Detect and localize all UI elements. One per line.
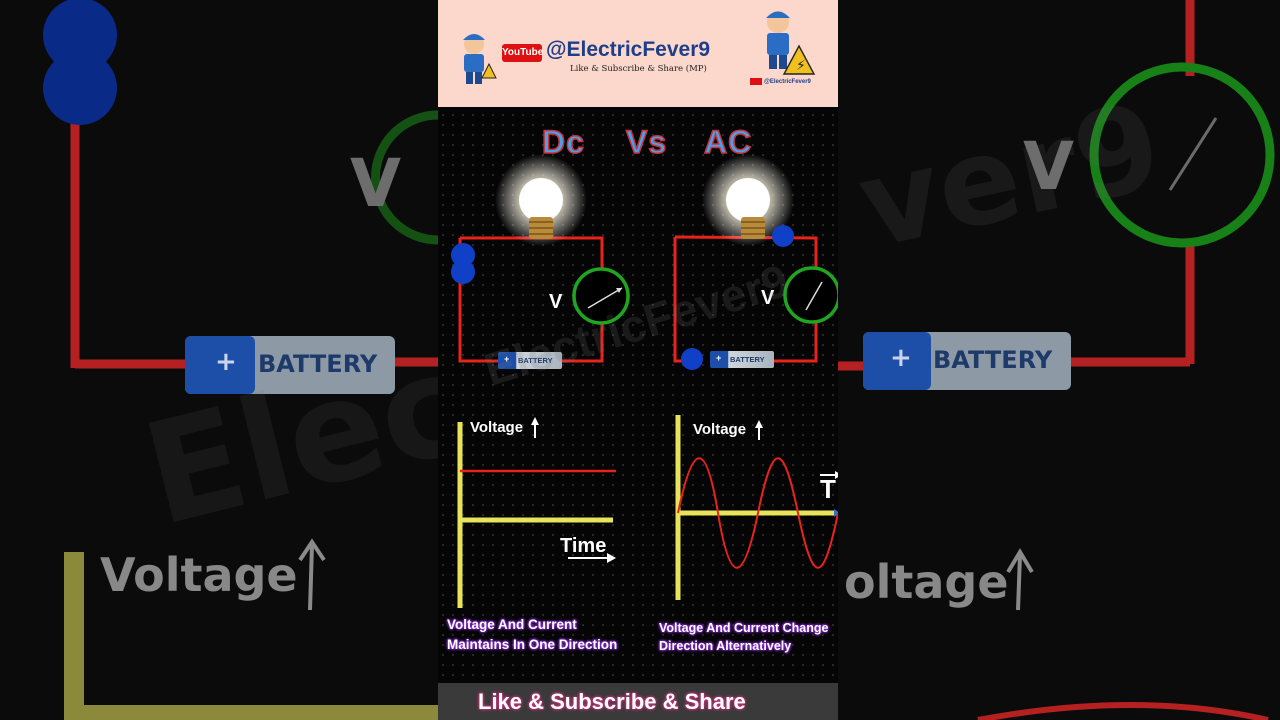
electron-dot-icon (451, 260, 475, 284)
ac-graph-xlabel: T (820, 474, 836, 504)
ac-voltage-wave (677, 457, 838, 569)
ac-battery-label: BATTERY (730, 355, 765, 364)
svg-text:⚡: ⚡ (796, 58, 806, 74)
dc-description-line1: Voltage And Current (447, 617, 577, 632)
dc-description: Voltage And Current Maintains In One Dir… (447, 615, 617, 655)
bg-dot-icon (43, 0, 117, 72)
bg-battery-label: BATTERY (258, 350, 378, 378)
title-vs: Vs (625, 123, 668, 161)
bg-voltmeter-icon (1089, 62, 1275, 248)
bg-arrow-icon (1006, 548, 1034, 611)
dc-graph-xlabel: Time (560, 535, 607, 557)
bg-voltmeter-label: V (1023, 128, 1075, 205)
warning-icon (782, 44, 816, 75)
main-video-frame: ⚡ YouTube @ElectricFever9 Like & Subscri… (438, 0, 838, 720)
left-background-art (43, 0, 438, 720)
bg-battery-plus: + (215, 347, 237, 377)
dc-voltmeter-label: V (549, 291, 563, 313)
ac-voltmeter-label: V (761, 287, 775, 309)
bg-voltage-label: oltage (844, 555, 1009, 609)
channel-handle: @ElectricFever9 (546, 38, 711, 61)
footer-text: Like & Subscribe & Share (478, 689, 746, 714)
right-background-art (838, 0, 1275, 720)
electron-dot-icon (772, 225, 794, 247)
bg-battery-label: BATTERY (933, 346, 1053, 374)
ac-description: Voltage And Current Change Direction Alt… (659, 619, 828, 655)
battery-icon (710, 351, 774, 368)
mascot-icon: ⚡ (766, 11, 816, 75)
bg-voltmeter-label: V (350, 145, 402, 222)
bg-battery-plus: + (890, 343, 912, 373)
left-background-panel: V BATTERY + Voltage Elec (0, 0, 438, 720)
battery-icon (498, 352, 562, 369)
mascot-icon (463, 34, 497, 84)
voltmeter-icon (783, 266, 838, 324)
electron-dot-icon (681, 348, 703, 370)
title-dc: Dc (541, 123, 585, 161)
bg-arrow-icon (298, 538, 326, 611)
electron-dot-icon (451, 243, 475, 267)
dc-battery-label: BATTERY (518, 356, 553, 365)
dc-description-line2: Maintains In One Direction (447, 637, 618, 652)
banner-art: ⚡ (463, 11, 816, 85)
ac-battery-plus: + (716, 353, 722, 363)
voltmeter-icon (572, 267, 630, 325)
footer-bar: Like & Subscribe & Share (438, 683, 838, 720)
ac-description-line1: Voltage And Current Change (659, 621, 829, 635)
dc-battery-plus: + (504, 354, 510, 364)
ac-graph-ylabel: Voltage (693, 421, 747, 438)
bg-voltage-label: Voltage (100, 548, 298, 602)
youtube-logo: YouTube (502, 44, 543, 62)
ac-description-line2: Direction Alternatively (659, 639, 792, 653)
banner-tagline: Like & Subscribe & Share (MP) (570, 64, 707, 74)
circuit-diagrams (451, 154, 838, 608)
dc-graph-ylabel: Voltage (470, 419, 524, 436)
channel-banner: ⚡ YouTube @ElectricFever9 Like & Subscri… (438, 0, 838, 107)
small-channel-handle: @ElectricFever9 (764, 79, 811, 85)
right-background-panel: V BATTERY + oltage ver9 (838, 0, 1280, 720)
youtube-icon (750, 78, 762, 85)
